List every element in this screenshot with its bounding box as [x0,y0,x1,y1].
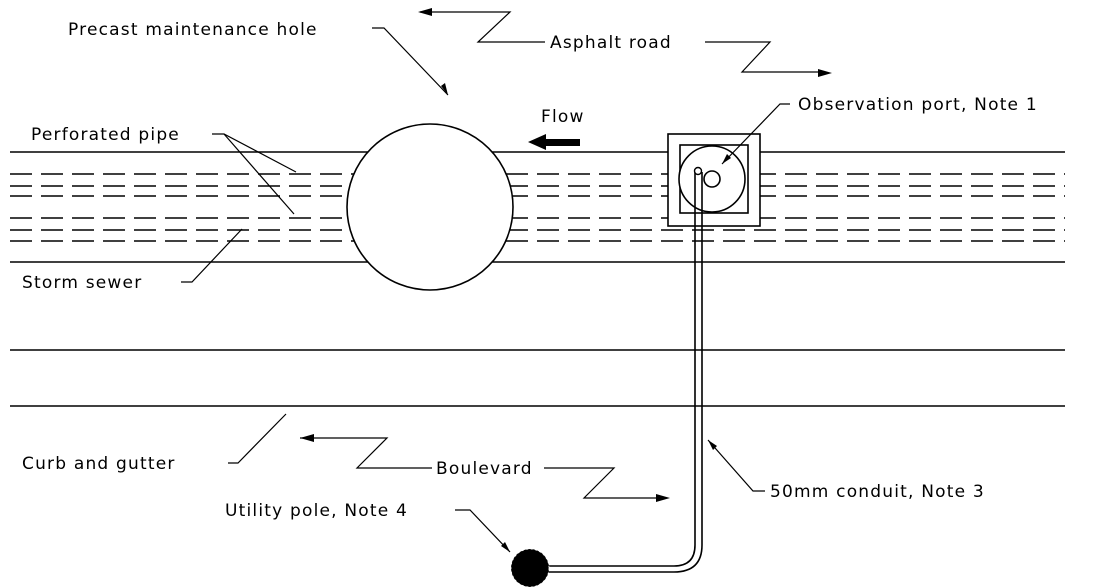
asphalt-road-label: Asphalt road [550,33,672,53]
perforated-pipe-lines [10,173,1065,242]
curb-gutter-label: Curb and gutter [22,454,176,474]
observation-port-label: Observation port, Note 1 [798,95,1038,115]
storm-sewer-label: Storm sewer [22,273,142,293]
flow-label: Flow [541,107,585,127]
observation-port [667,133,761,227]
flow-arrow [528,134,580,150]
boulevard-extent-arrows [300,434,670,502]
perforated-pipe-label: Perforated pipe [31,125,180,145]
conduit-label: 50mm conduit, Note 3 [770,482,985,502]
utility-pole-label: Utility pole, Note 4 [225,501,408,521]
leader-lines [181,27,790,553]
boulevard-label: Boulevard [436,459,533,479]
utility-pole-symbol [510,548,550,588]
asphalt-road-extent-arrows [418,8,832,77]
maintenance-hole-label: Precast maintenance hole [68,20,318,40]
conduit [520,166,703,573]
maintenance-hole [346,123,514,291]
